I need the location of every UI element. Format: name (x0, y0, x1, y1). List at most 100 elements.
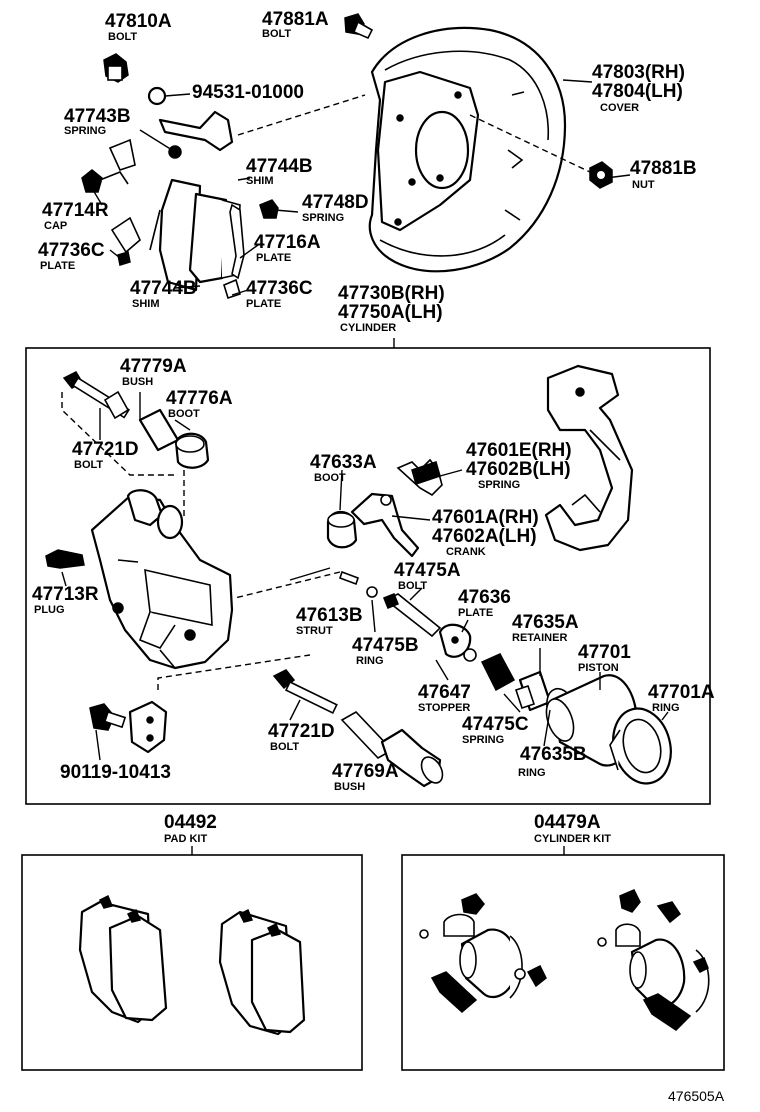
label-47475b-number: 47475B (352, 635, 419, 656)
label-47701a-number: 47701A (648, 682, 715, 703)
label-47810a-name: BOLT (108, 31, 137, 43)
label-47881a-name: BOLT (262, 28, 291, 40)
label-47633a-name: BOOT (314, 472, 346, 484)
label-47743b-number: 47743B (64, 106, 131, 127)
label-47633a-number: 47633A (310, 452, 377, 473)
label-47601a-rh: 47601A(RH) (432, 507, 539, 528)
middle-leader-lines (61, 392, 669, 761)
label-cylinder-kit-number: 04479A (534, 812, 601, 833)
retainer-47635a-part (514, 670, 552, 712)
label-47736c-right-number: 47736C (246, 278, 313, 299)
ring-47475b-part (366, 586, 378, 598)
label-47744b-top-number: 47744B (246, 156, 313, 177)
label-47475c-name: SPRING (462, 734, 504, 746)
label-47804-lh: 47804(LH) (592, 81, 683, 102)
crank-47601a-part (350, 492, 420, 558)
label-47713r-number: 47713R (32, 584, 99, 605)
plate-47716a-part (229, 203, 245, 280)
plate-47736c-right-part (223, 278, 241, 300)
label-47744b-bottom-number: 47744B (130, 278, 197, 299)
label-47647-number: 47647 (418, 682, 471, 703)
bolt-47475a-part (383, 593, 442, 638)
boot-47633a-part (326, 510, 358, 549)
label-47601e-rh: 47601E(RH) (466, 440, 572, 461)
label-47714r-number: 47714R (42, 200, 109, 221)
label-47721d-top-name: BOLT (74, 459, 103, 471)
label-47769a-name: BUSH (334, 781, 365, 793)
slide-pin-top-part (62, 371, 210, 469)
label-47601a-name: CRANK (446, 546, 486, 558)
label-47744b-top-name: SHIM (246, 175, 274, 187)
label-47776a-name: BOOT (168, 408, 200, 420)
label-47736c-left-number: 47736C (38, 240, 105, 261)
label-47602a-lh: 47602A(LH) (432, 526, 537, 547)
label-47743b-name: SPRING (64, 125, 106, 137)
label-47475b-name: RING (356, 655, 384, 667)
label-47613b-name: STRUT (296, 625, 333, 637)
label-47721d-bottom-number: 47721D (268, 721, 335, 742)
pad-kit-pads (78, 894, 306, 1036)
label-47881b-name: NUT (632, 179, 655, 191)
label-47701a-name: RING (652, 702, 680, 714)
label-47475a-number: 47475A (394, 560, 461, 581)
ring-47701a-part (609, 707, 672, 785)
label-47635a-name: RETAINER (512, 632, 567, 644)
part-labels: 47810A BOLT 47881A BOLT 94531-01000 4780… (32, 9, 725, 1104)
spring-47475c-part (480, 653, 516, 692)
label-47635b-name: RING (518, 767, 546, 779)
plate-47736c-left-part (110, 216, 141, 266)
label-47636-number: 47636 (458, 587, 511, 608)
pad-kit-frame (21, 854, 363, 1071)
caliper-body-part (90, 489, 234, 670)
label-47701-number: 47701 (578, 642, 631, 663)
label-47716a-name: PLATE (256, 252, 291, 264)
label-47636-name: PLATE (458, 607, 493, 619)
label-47779a-name: BUSH (122, 376, 153, 388)
label-47744b-bottom-name: SHIM (132, 298, 160, 310)
plug-47713r-part (45, 549, 85, 569)
label-47779a-number: 47779A (120, 356, 187, 377)
label-47769a-number: 47769A (332, 761, 399, 782)
drawing-reference-number: 476505A (668, 1088, 725, 1104)
spring-47601e-part (396, 458, 443, 497)
label-47635b-number: 47635B (520, 744, 587, 765)
label-47602b-lh: 47602B(LH) (466, 459, 571, 480)
cylinder-assembly-frame (25, 347, 711, 805)
label-47748d-number: 47748D (302, 192, 369, 213)
brake-pads-top-part (149, 178, 241, 292)
label-47881b-number: 47881B (630, 158, 697, 179)
label-47701-name: PISTON (578, 662, 619, 674)
label-47721d-bottom-name: BOLT (270, 741, 299, 753)
label-47613b-number: 47613B (296, 605, 363, 626)
bolt-47881a-part (344, 13, 374, 40)
label-47736c-left-name: PLATE (40, 260, 75, 272)
label-47810a-number: 47810A (105, 11, 172, 32)
cover-part (368, 26, 567, 273)
label-94531-number: 94531-01000 (192, 82, 304, 103)
label-47647-name: STOPPER (418, 702, 470, 714)
label-pad-kit-name: PAD KIT (164, 833, 207, 845)
nut-47881b-part (589, 161, 613, 189)
label-47803-rh: 47803(RH) (592, 62, 685, 83)
spring-47743b-part (139, 110, 234, 159)
cylinder-kit-frame (401, 854, 725, 1071)
label-47730b-rh: 47730B(RH) (338, 283, 445, 304)
cap-47714r-part (81, 138, 136, 193)
label-47716a-number: 47716A (254, 232, 321, 253)
label-cylinder-kit-name: CYLINDER KIT (534, 833, 611, 845)
label-90119-number: 90119-10413 (60, 762, 171, 783)
label-47635a-number: 47635A (512, 612, 579, 633)
label-47736c-right-name: PLATE (246, 298, 281, 310)
label-47475c-number: 47475C (462, 714, 529, 735)
label-47750a-lh: 47750A(LH) (338, 302, 443, 323)
washer-94531-part (147, 86, 191, 106)
bolt-47810a-part (103, 53, 129, 83)
label-cover-name: COVER (600, 102, 639, 114)
label-47748d-name: SPRING (302, 212, 344, 224)
label-47601e-name: SPRING (478, 479, 520, 491)
stopper-47647-part (463, 648, 477, 662)
label-47475a-name: BOLT (398, 580, 427, 592)
bolt-90119-part (89, 700, 168, 754)
cylinder-kit-parts (419, 889, 710, 1031)
